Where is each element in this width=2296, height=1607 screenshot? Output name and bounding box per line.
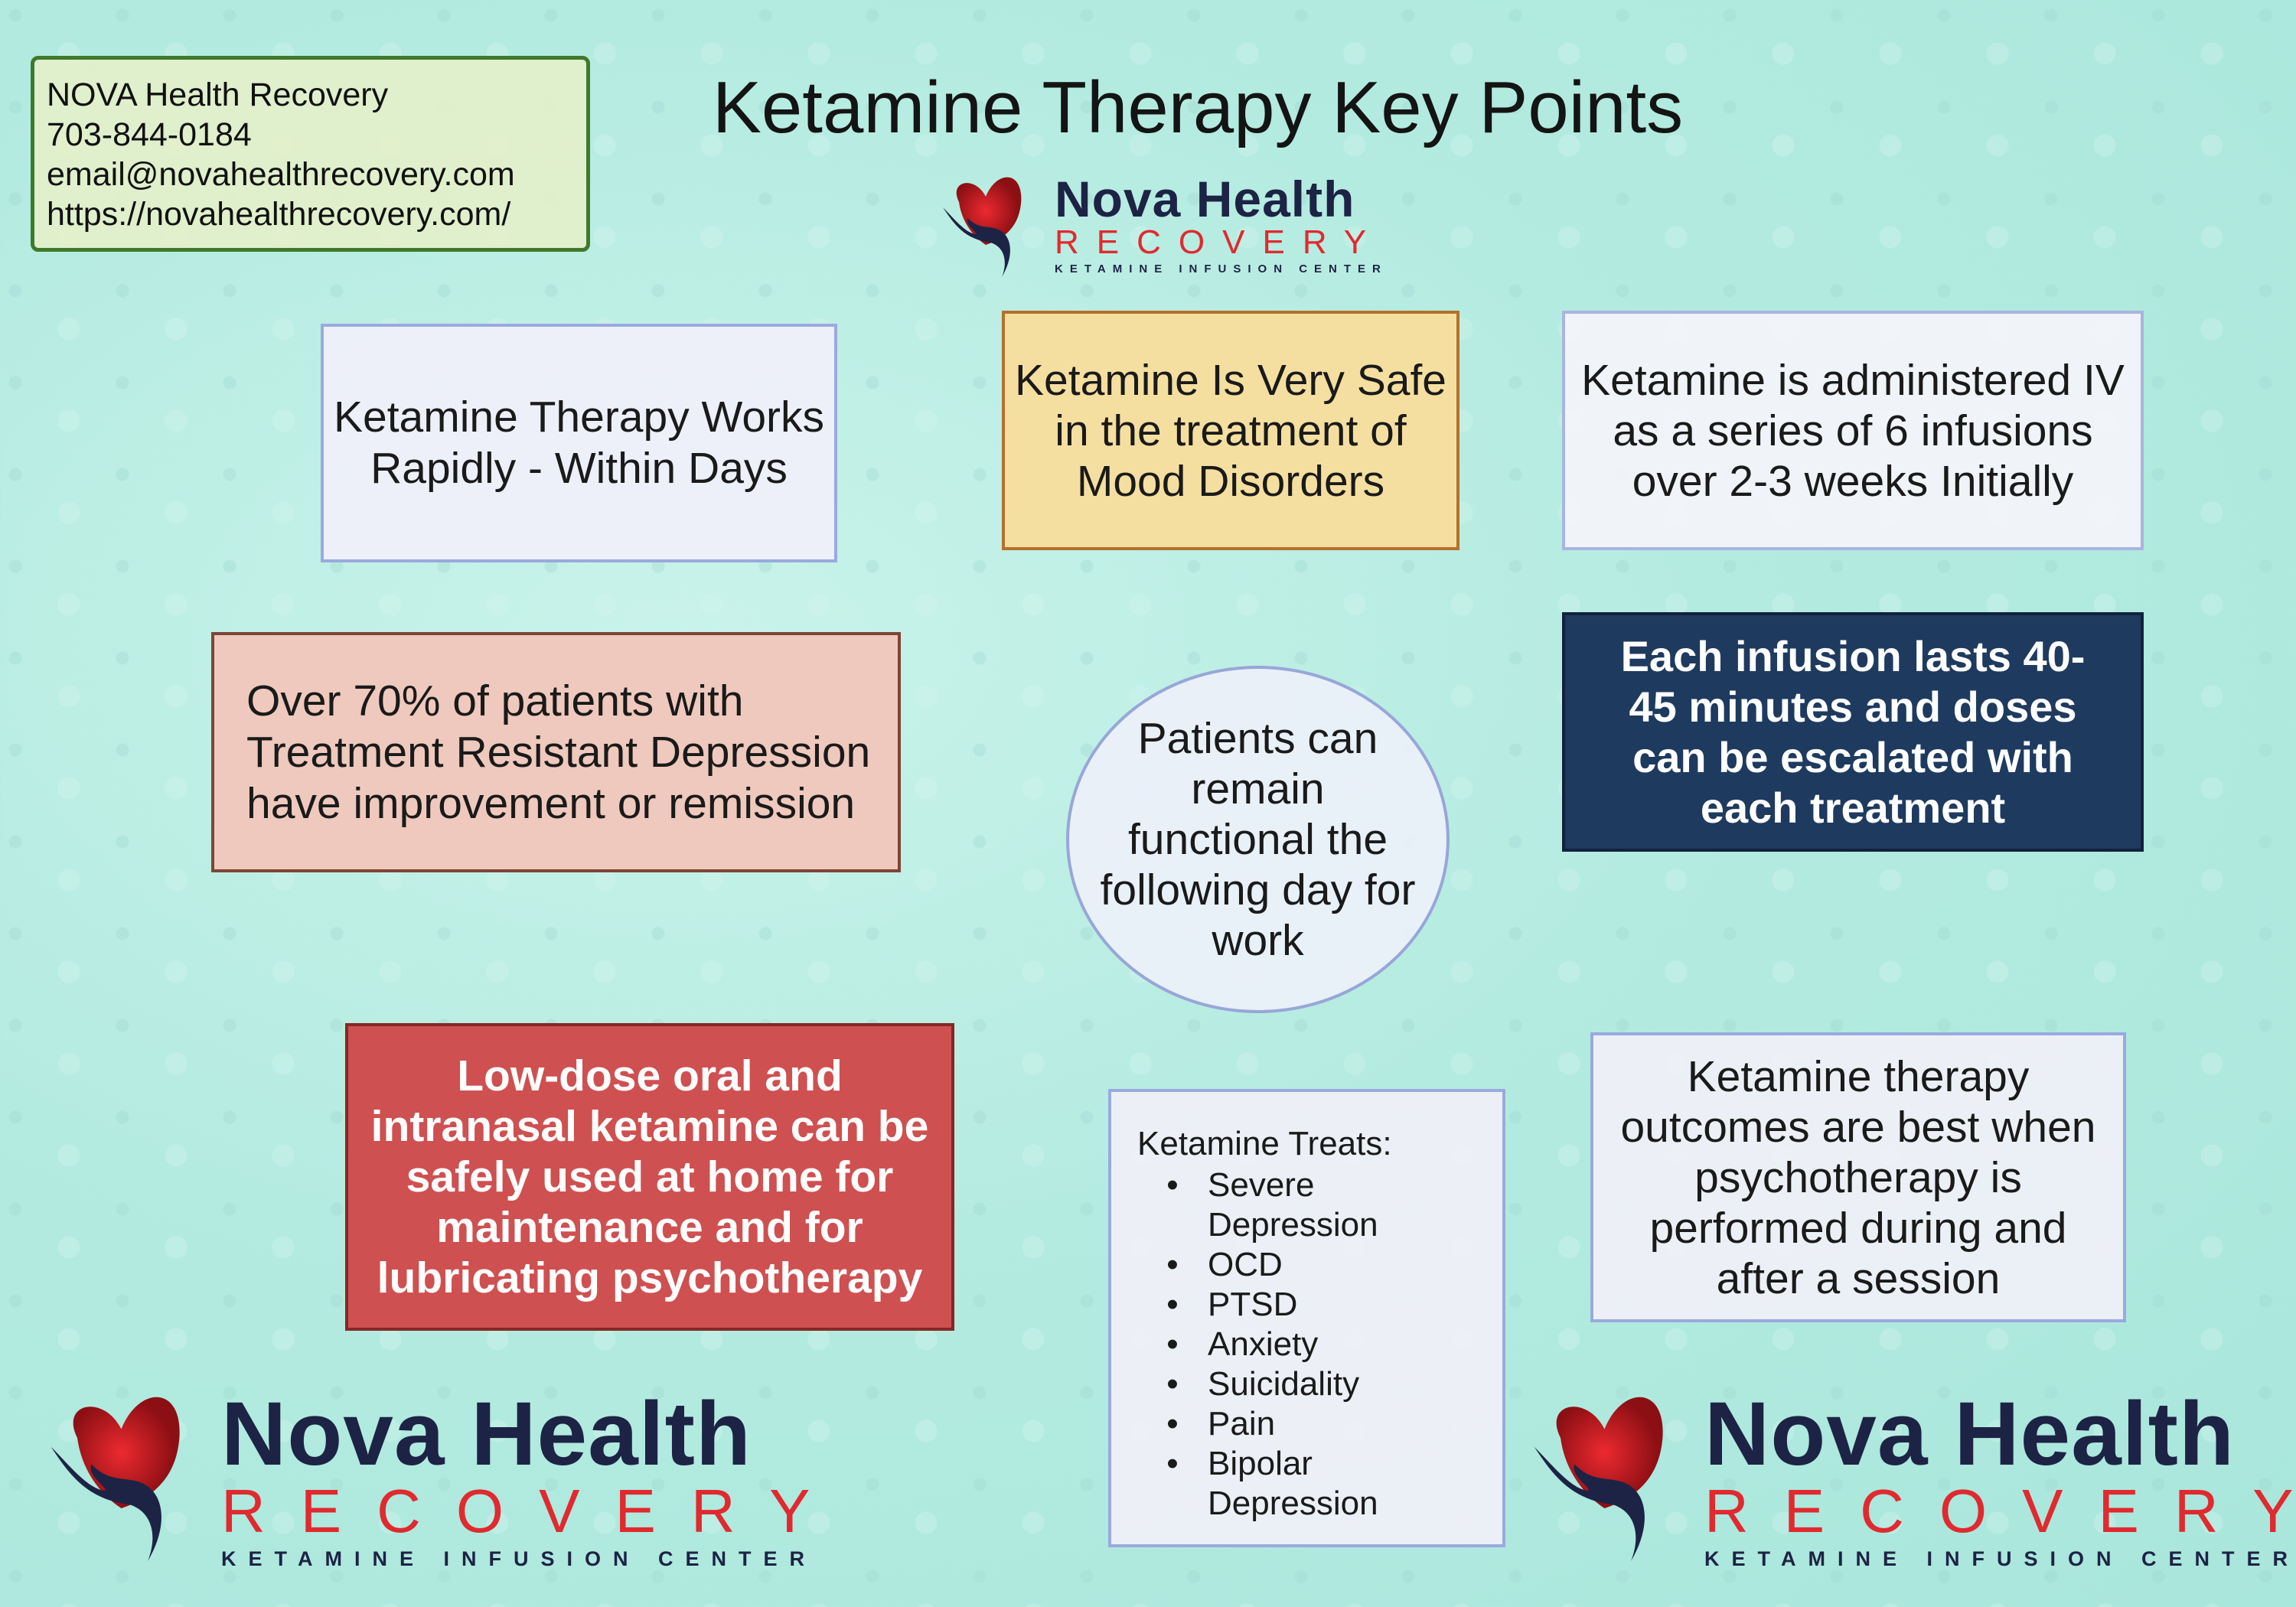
point-infusion: Each infusion lasts 40-45 minutes and do… — [1562, 612, 2144, 852]
logo-tagline: KETAMINE INFUSION CENTER — [221, 1547, 817, 1570]
point-rapid: Ketamine Therapy Works Rapidly - Within … — [321, 324, 837, 562]
logo-sub: RECOVERY — [1055, 223, 1384, 261]
contact-email[interactable]: email@novahealthrecovery.com — [47, 156, 515, 193]
logo-tagline: KETAMINE INFUSION CENTER — [1704, 1547, 2296, 1570]
point-oral: Low-dose oral and intranasal ketamine ca… — [345, 1023, 954, 1331]
list-item: •PTSD — [1166, 1286, 1298, 1323]
treats-box: Ketamine Treats: •Severe Depression •OCD… — [1108, 1089, 1505, 1547]
list-item: •Anxiety — [1166, 1325, 1319, 1363]
heart-hand-icon — [943, 177, 1022, 277]
top-logo: Nova Health RECOVERY KETAMINE INFUSION C… — [934, 170, 1388, 279]
bottom-left-logo: Nova Health RECOVERY KETAMINE INFUSION C… — [42, 1381, 846, 1574]
logo-name: Nova Health — [1055, 171, 1355, 227]
contact-box: NOVA Health Recovery 703-844-0184 email@… — [31, 56, 590, 252]
point-safe: Ketamine Is Very Safe in the treatment o… — [1002, 311, 1459, 550]
contact-phone[interactable]: 703-844-0184 — [47, 116, 252, 153]
point-improvement: Over 70% of patients with Treatment Resi… — [211, 632, 901, 872]
contact-url[interactable]: https://novahealthrecovery.com/ — [47, 196, 511, 233]
list-item: •Pain — [1166, 1405, 1276, 1442]
page-title: Ketamine Therapy Key Points — [712, 67, 1684, 148]
list-item: •Severe Depression — [1166, 1166, 1378, 1244]
bottom-right-logo: Nova Health RECOVERY KETAMINE INFUSION C… — [1525, 1381, 2296, 1574]
logo-tagline: KETAMINE INFUSION CENTER — [1055, 262, 1388, 275]
treats-heading: Ketamine Treats: — [1137, 1125, 1392, 1162]
point-functional: Patients can remain functional the follo… — [1066, 666, 1450, 1013]
logo-name: Nova Health — [1704, 1384, 2235, 1485]
logo-sub: RECOVERY — [1704, 1477, 2296, 1545]
logo-sub: RECOVERY — [221, 1477, 846, 1545]
list-item: •Suicidality — [1166, 1365, 1360, 1403]
list-item: •Bipolar Depression — [1166, 1445, 1378, 1522]
heart-hand-icon — [51, 1397, 180, 1561]
logo-name: Nova Health — [221, 1384, 752, 1485]
heart-hand-icon — [1534, 1397, 1663, 1561]
point-administered: Ketamine is administered IV as a series … — [1562, 311, 2144, 550]
contact-name: NOVA Health Recovery — [47, 77, 389, 113]
treats-list: •Severe Depression •OCD •PTSD •Anxiety •… — [1137, 1165, 1391, 1524]
list-item: •OCD — [1166, 1246, 1283, 1283]
point-outcomes: Ketamine therapy outcomes are best when … — [1590, 1032, 2126, 1322]
